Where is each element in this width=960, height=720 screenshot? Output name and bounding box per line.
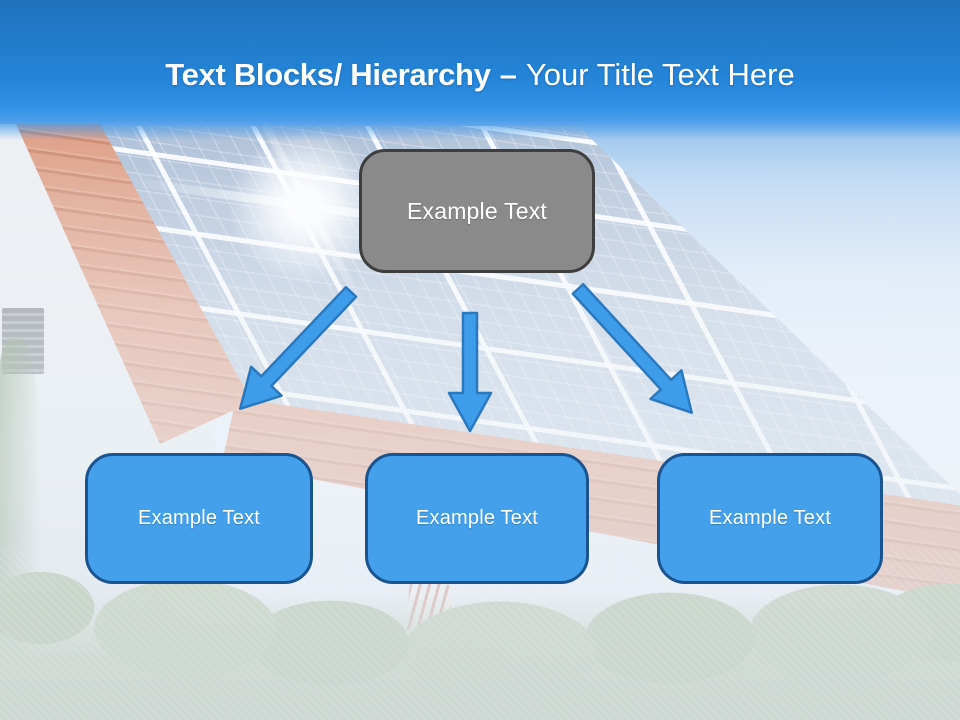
title-band: Text Blocks/ Hierarchy–Your Title Text H… <box>0 0 960 140</box>
root-node-box[interactable]: Example Text <box>359 149 595 273</box>
child-node-box-1[interactable]: Example Text <box>85 453 313 584</box>
slide-title-emphasis: Text Blocks/ Hierarchy <box>165 57 491 92</box>
slide-title-separator: – <box>499 57 517 92</box>
slide-title-rest: Your Title Text Here <box>525 57 795 92</box>
child-node-label: Example Text <box>415 507 539 529</box>
slide-title: Text Blocks/ Hierarchy–Your Title Text H… <box>0 56 960 94</box>
child-node-label: Example Text <box>708 507 832 529</box>
root-node-label: Example Text <box>406 197 548 224</box>
child-node-box-3[interactable]: Example Text <box>657 453 883 584</box>
child-node-label: Example Text <box>137 507 261 529</box>
child-node-box-2[interactable]: Example Text <box>365 453 589 584</box>
